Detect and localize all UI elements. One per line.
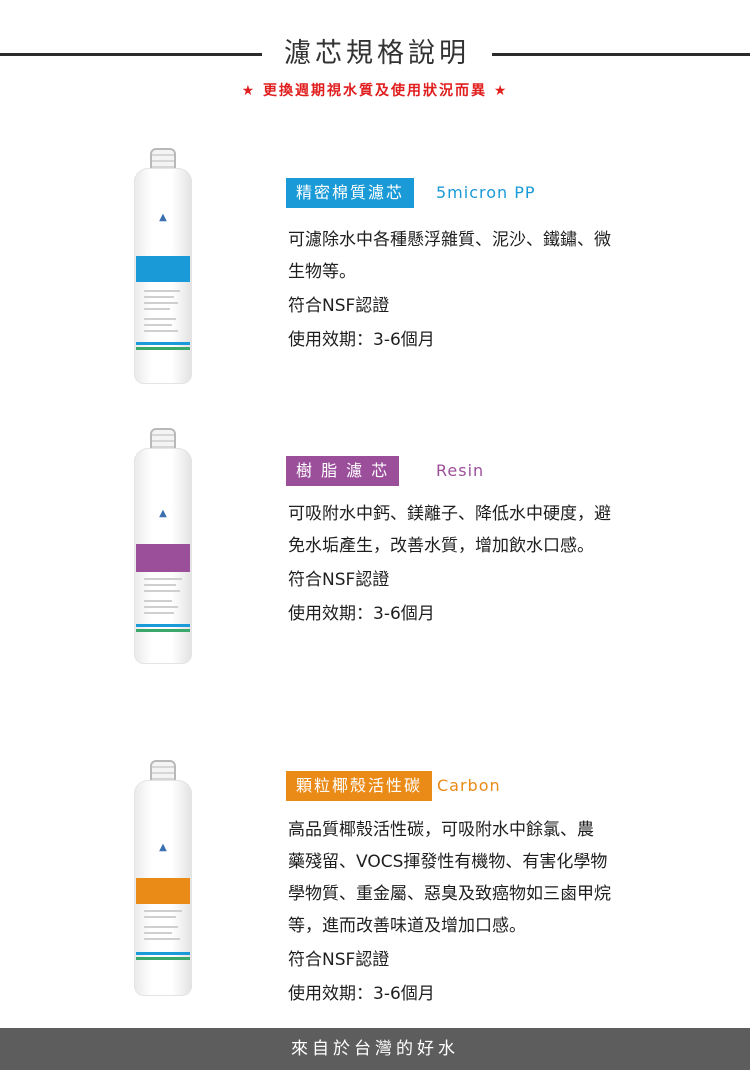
- certification-text: 符合NSF認證: [288, 296, 390, 316]
- lifetime-text: 使用效期：3-6個月: [288, 330, 435, 350]
- product-tag: 顆粒椰殼活性碳: [286, 771, 433, 801]
- product-tag: 精密棉質濾芯: [286, 178, 415, 208]
- brand-logo-icon: ▲: [159, 842, 167, 853]
- header-divider-right: [492, 53, 750, 56]
- brand-logo-icon: ▲: [159, 212, 167, 223]
- lifetime-text: 使用效期：3-6個月: [288, 604, 435, 624]
- product-tag: 樹 脂 濾 芯: [286, 456, 400, 486]
- description-line: 藥殘留、VOCS揮發性有機物、有害化學物: [288, 852, 608, 872]
- page-subtitle: ★ 更換週期視水質及使用狀況而異 ★: [241, 83, 509, 99]
- filter-cartridge-icon: ▲: [134, 428, 192, 664]
- page-header: 濾芯規格說明: [0, 34, 750, 74]
- description-line: 生物等。: [288, 262, 356, 282]
- certification-text: 符合NSF認證: [288, 570, 390, 590]
- description-line: 可濾除水中各種懸浮雜質、泥沙、鐵鏽、微: [288, 230, 611, 250]
- description-line: 高品質椰殼活性碳，可吸附水中餘氯、農: [288, 820, 594, 840]
- product-tag-en: 5micron PP: [436, 183, 536, 202]
- filter-cartridge-icon: ▲: [134, 760, 192, 996]
- page-title: 濾芯規格說明: [284, 38, 470, 69]
- brand-logo-icon: ▲: [159, 508, 167, 519]
- product-description: 可濾除水中各種懸浮雜質、泥沙、鐵鏽、微 生物等。 符合NSF認證 使用效期：3-…: [288, 224, 658, 356]
- description-line: 學物質、重金屬、惡臭及致癌物如三鹵甲烷: [288, 884, 611, 904]
- lifetime-text: 使用效期：3-6個月: [288, 984, 435, 1004]
- footer-bar: 來自於台灣的好水: [0, 1028, 750, 1070]
- product-description: 可吸附水中鈣、鎂離子、降低水中硬度，避 免水垢產生，改善水質，增加飲水口感。 符…: [288, 498, 658, 630]
- header-divider-left: [0, 53, 262, 56]
- product-tag-en: Carbon: [437, 776, 501, 795]
- description-line: 等，進而改善味道及增加口感。: [288, 916, 526, 936]
- certification-text: 符合NSF認證: [288, 950, 390, 970]
- filter-cartridge-icon: ▲: [134, 148, 192, 384]
- product-description: 高品質椰殼活性碳，可吸附水中餘氯、農 藥殘留、VOCS揮發性有機物、有害化學物 …: [288, 814, 658, 1010]
- description-line: 可吸附水中鈣、鎂離子、降低水中硬度，避: [288, 504, 611, 524]
- product-tag-en: Resin: [436, 461, 485, 480]
- footer-slogan: 來自於台灣的好水: [291, 1039, 459, 1059]
- description-line: 免水垢產生，改善水質，增加飲水口感。: [288, 536, 594, 556]
